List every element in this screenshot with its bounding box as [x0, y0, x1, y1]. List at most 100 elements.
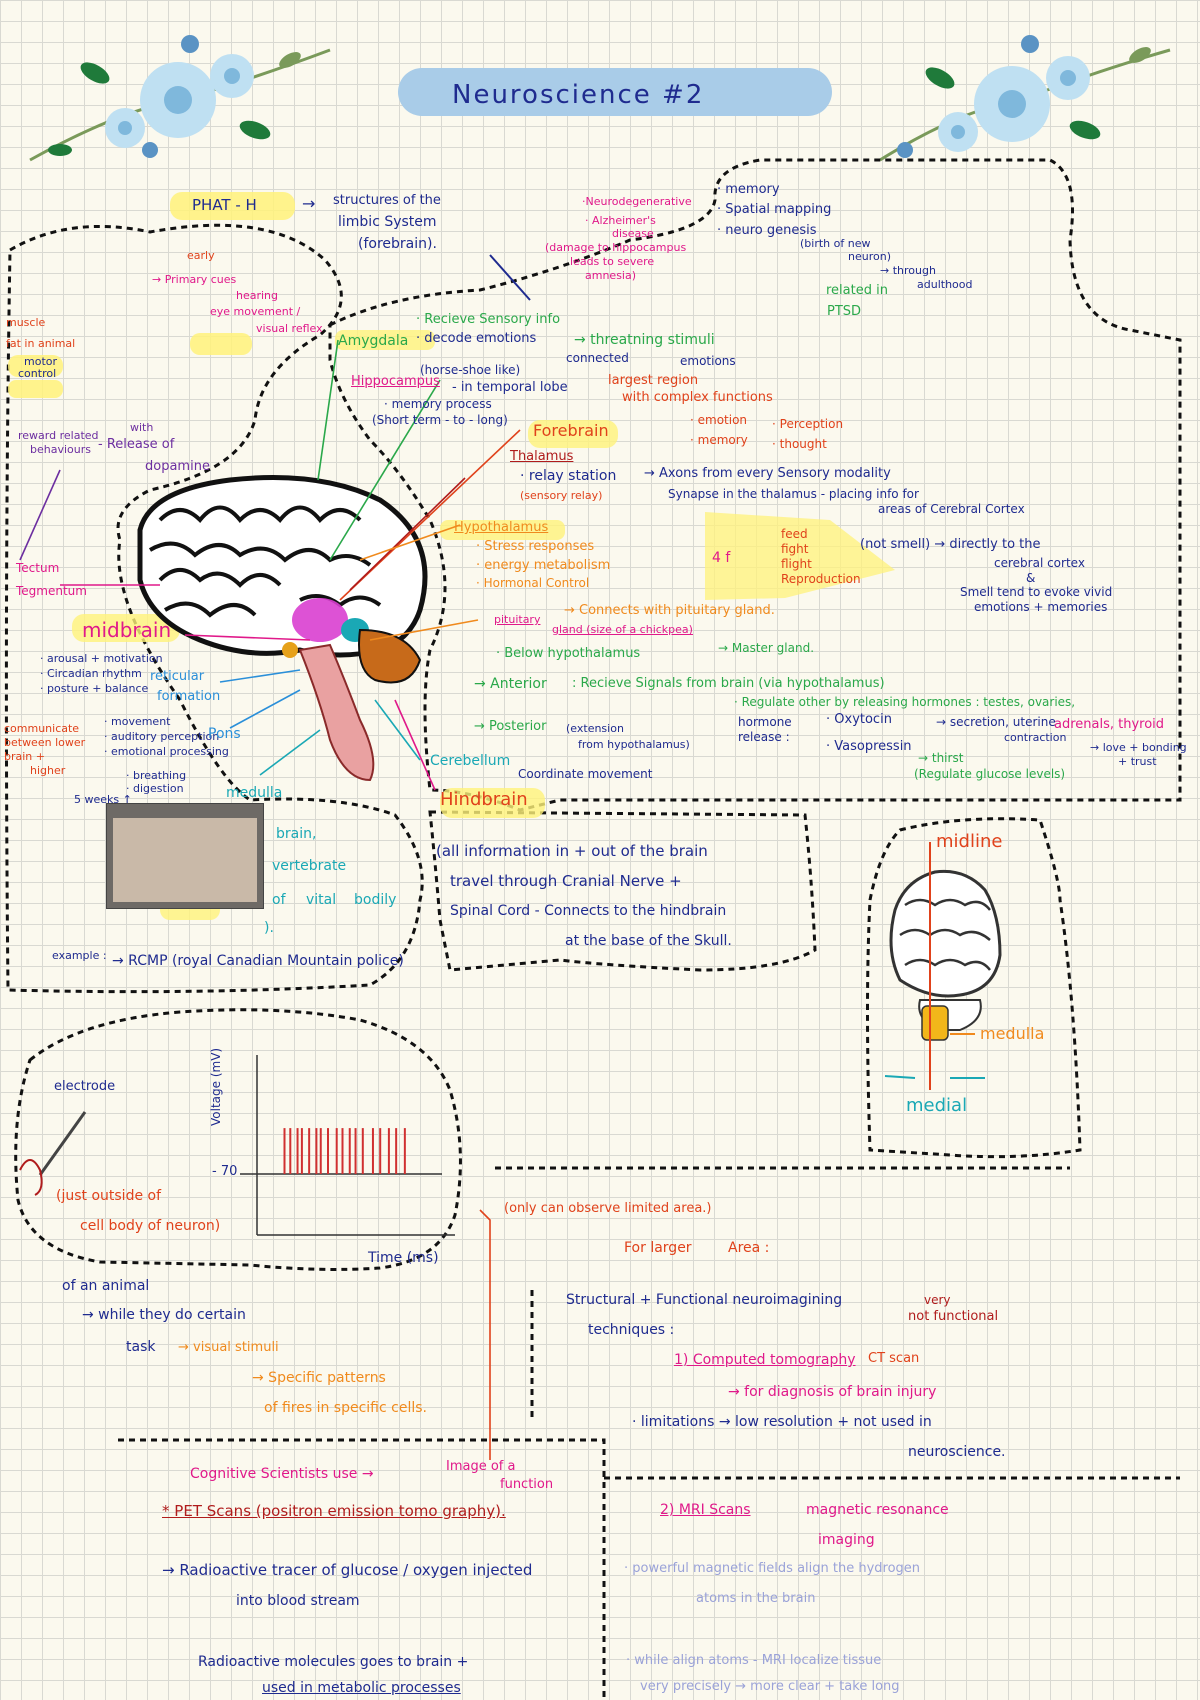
- medial-label: medial: [906, 1095, 968, 1116]
- behaviours-text: behaviours: [30, 443, 91, 456]
- release-text-h: release :: [738, 730, 790, 744]
- midbrain-label: midbrain: [82, 618, 172, 642]
- feed-text: feed: [781, 527, 808, 541]
- medial-brain-illustration: [884, 842, 1002, 1090]
- into-bloodstream-text: into blood stream: [236, 1593, 360, 1609]
- visual-stimuli-text: → visual stimuli: [178, 1340, 279, 1355]
- cerebellum-label: Cerebellum: [430, 753, 511, 769]
- for-larger-text: For larger: [624, 1240, 692, 1256]
- highlights: [8, 192, 895, 920]
- medulla-label: medulla: [226, 785, 283, 801]
- pons-label: Pons: [208, 726, 241, 742]
- extension-text: (extension: [566, 722, 624, 735]
- ampersand-text: &: [1026, 571, 1036, 585]
- powerful-text: · powerful magnetic fields align the hyd…: [624, 1561, 921, 1576]
- axons-text: → Axons from every Sensory modality: [644, 466, 891, 481]
- midline-label: midline: [936, 831, 1003, 852]
- neurodegenerative-text: ·Neurodegenerative: [582, 195, 692, 208]
- hindbrain-text-1: (all information in + out of the brain: [436, 842, 708, 860]
- while-align-text: · while align atoms - MRI localize tissu…: [626, 1653, 882, 1668]
- limitations-text: · limitations → low resolution + not use…: [632, 1414, 932, 1430]
- title-pill: [398, 68, 832, 116]
- visual-reflex-text: visual reflex: [256, 322, 323, 335]
- electrode-illustration: [19, 1111, 87, 1196]
- release-text: - Release of: [98, 437, 175, 452]
- vertebrate-text: vertebrate: [272, 858, 347, 874]
- hindbrain-text-4: at the base of the Skull.: [565, 933, 732, 949]
- muscle-text: muscle: [6, 316, 46, 329]
- control-text: control: [18, 367, 57, 380]
- master-gland-text: → Master gland.: [718, 641, 815, 655]
- hindbrain-text-2: travel through Cranial Nerve +: [450, 872, 682, 890]
- damage-text-1: (damage to hippocampus: [545, 241, 687, 254]
- not-functional-text: not functional: [908, 1309, 999, 1324]
- hippocampus-label: Hippocampus: [351, 374, 440, 389]
- movement-bullet: · movement: [104, 715, 171, 728]
- memory-bullet: · memory: [717, 182, 780, 197]
- cerebral-cortex-text: cerebral cortex: [994, 556, 1085, 570]
- image-of-a-text: Image of a: [446, 1459, 516, 1474]
- specific-patterns-text: → Specific patterns: [252, 1370, 386, 1386]
- vasopressin-text: · Vasopressin: [826, 739, 912, 754]
- forebrain-label: Forebrain: [533, 421, 609, 440]
- thought-bullet: · thought: [772, 437, 827, 451]
- flower-decoration-right: [879, 35, 1171, 162]
- outside-text-2: cell body of neuron): [80, 1218, 221, 1234]
- oxytocin-text: · Oxytocin: [826, 712, 892, 727]
- auditory-bullet: · auditory perception: [104, 730, 220, 743]
- dopamine-text: dopamine: [145, 459, 210, 474]
- radioactive-molecules-text: Radioactive molecules goes to brain +: [198, 1654, 469, 1670]
- related-in-text: related in: [826, 283, 888, 298]
- bodily-text: bodily: [354, 892, 397, 908]
- cognitive-text: Cognitive Scientists use →: [190, 1466, 374, 1482]
- emotions-text: emotions: [680, 354, 736, 368]
- alzheimers-text: · Alzheimer's: [585, 214, 656, 227]
- formation-label: formation: [157, 689, 221, 704]
- brain-text: brain,: [276, 826, 317, 842]
- through-text: → through: [880, 264, 936, 277]
- outside-text-1: (just outside of: [56, 1188, 162, 1204]
- synapse-text: Synapse in the thalamus - placing info f…: [668, 487, 919, 501]
- phat-label: PHAT - H: [192, 196, 257, 214]
- very-precisely-text: very precisely → more clear + take long: [640, 1679, 900, 1694]
- four-f-text: 4 f: [712, 550, 731, 566]
- midbrain-cloud-outline: [4, 223, 424, 994]
- medulla-right-label: medulla: [980, 1024, 1045, 1043]
- atoms-text: atoms in the brain: [696, 1591, 816, 1606]
- time-axis-label: Time (ms): [368, 1250, 439, 1266]
- decode-emotions-text: · decode emotions: [416, 331, 537, 346]
- memory-process-text: · memory process: [384, 397, 492, 411]
- reproduction-text: Reproduction: [781, 572, 861, 586]
- sensory-relay-text: (sensory relay): [520, 489, 603, 502]
- minus-70-tick: - 70: [212, 1164, 238, 1179]
- vital-text: vital: [306, 892, 337, 908]
- pet-heading: * PET Scans (positron emission tomo grap…: [162, 1502, 506, 1520]
- birth-of-new-text: (birth of new: [800, 237, 871, 250]
- thirst-text: → thirst: [918, 751, 964, 765]
- ptsd-text: PTSD: [827, 304, 862, 319]
- imaging-text: imaging: [818, 1532, 875, 1548]
- thalamus-label: Thalamus: [510, 449, 574, 464]
- brain-plus-text: brain +: [4, 750, 45, 763]
- ct-scan-text: CT scan: [868, 1351, 920, 1366]
- largest-region-text: largest region: [608, 373, 699, 388]
- pituitary-label: pituitary: [494, 613, 541, 626]
- fat-text: fat in animal: [6, 337, 76, 350]
- example-text: example :: [52, 949, 107, 962]
- below-hypothalamus-text: · Below hypothalamus: [496, 646, 641, 661]
- temporal-lobe-text: - in temporal lobe: [452, 380, 568, 395]
- magnetic-resonance-text: magnetic resonance: [806, 1502, 949, 1518]
- early-text: early: [187, 249, 215, 262]
- task-text: task: [126, 1339, 156, 1355]
- damage-text-3: amnesia): [585, 269, 637, 282]
- only-observe-text: (only can observe limited area.): [504, 1201, 712, 1216]
- tectum-label: Tectum: [16, 561, 60, 575]
- pet-divider-line: [118, 1438, 606, 1700]
- function-text: function: [500, 1477, 554, 1492]
- hormonal-bullet: · Hormonal Control: [476, 576, 590, 590]
- reward-related-text: reward related: [18, 429, 99, 442]
- neurogenesis-bullet: · neuro genesis: [717, 223, 817, 238]
- primary-cues-text: → Primary cues: [152, 273, 237, 286]
- while-text: → while they do certain: [82, 1307, 246, 1323]
